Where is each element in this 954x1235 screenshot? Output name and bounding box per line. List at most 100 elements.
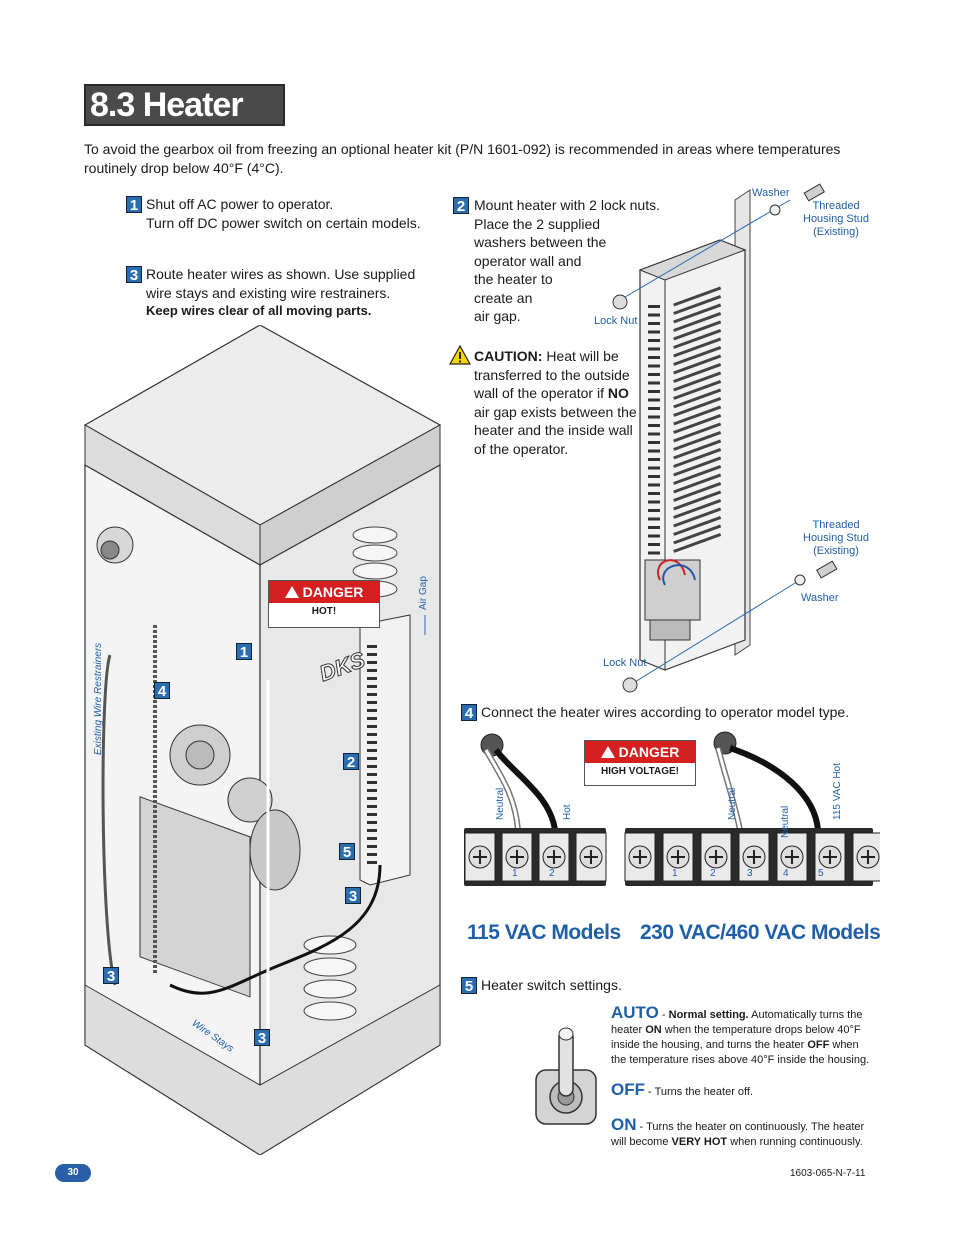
vent-slot (673, 329, 722, 349)
step-3-text: Route heater wires as shown. Use supplie… (146, 266, 416, 318)
vent-slot (673, 320, 722, 341)
vent-slot (367, 813, 377, 816)
vent-slot (367, 765, 377, 768)
vent-slot (367, 725, 377, 728)
step-5-text: Heater switch settings. (481, 977, 622, 993)
vent-slot (673, 380, 722, 400)
vent-slot (673, 286, 722, 307)
callout-2: 2 (343, 753, 359, 771)
vent-slot (648, 415, 660, 419)
label-stud-bottom: Threaded Housing Stud (Existing) (803, 519, 870, 557)
vent-slot (673, 346, 722, 366)
vent-slot (673, 405, 722, 426)
vent-slot (648, 381, 660, 385)
terminal-230-5: 5 (818, 868, 824, 879)
vent-slot (648, 441, 660, 444)
label-air-gap: Air Gap (418, 576, 429, 610)
vent-slot (673, 516, 722, 536)
vent-slot (648, 432, 660, 436)
vent-slot (367, 805, 377, 808)
wire-label-115-hot: Hot (562, 804, 573, 820)
vent-slot (648, 551, 660, 555)
vent-slot (648, 466, 660, 470)
vent-slot (367, 773, 377, 776)
model-label-115: 115 VAC Models (467, 921, 621, 944)
vent-slot (673, 507, 722, 528)
vent-slot (367, 821, 377, 824)
vent-slot (673, 422, 722, 443)
vent-slot (648, 373, 660, 376)
vent-slot (367, 853, 377, 856)
vent-slot (367, 861, 377, 864)
vent-slot (367, 741, 377, 744)
vent-slot (648, 517, 660, 521)
coil (303, 957, 357, 977)
vent-slot (367, 685, 377, 688)
vent-slot (648, 313, 660, 317)
vent-slot (673, 354, 722, 375)
coil (352, 526, 398, 544)
danger-hot-label: DANGER HOT! (268, 580, 380, 628)
vent-slot (673, 473, 722, 494)
caution-icon (449, 345, 471, 365)
page-number: 30 (55, 1164, 91, 1182)
vent-slot (648, 543, 660, 546)
callout-3a: 3 (345, 887, 361, 905)
vent-slot (367, 701, 377, 704)
vent-slot (673, 465, 722, 485)
vent-slot (648, 458, 660, 461)
label-washer-bottom: Washer (801, 592, 839, 604)
vent-slot (673, 363, 722, 383)
terminal-230-2: 2 (710, 868, 716, 879)
document-id: 1603-065-N-7-11 (790, 1168, 866, 1179)
label-washer-top: Washer (752, 187, 790, 199)
vent-slot (367, 653, 377, 656)
vent-slot (648, 475, 660, 478)
vent-slot (673, 533, 722, 553)
vent-slot (648, 305, 660, 308)
vent-slot (648, 322, 660, 325)
vent-slot (648, 424, 660, 427)
vent-slot (673, 439, 722, 460)
vent-slot (367, 733, 377, 736)
vent-slot (367, 845, 377, 848)
vent-slot (648, 492, 660, 495)
vent-slot (648, 526, 660, 529)
step-2-number: 2 (453, 197, 469, 215)
step-2-text: Mount heater with 2 lock nuts. Place the… (474, 197, 660, 324)
vent-slot (648, 347, 660, 351)
vent-slot (648, 483, 660, 487)
vent-slot (648, 398, 660, 402)
switch-setting-auto: AUTO - Normal setting. Automatically tur… (611, 1003, 870, 1066)
vent-slot (673, 490, 722, 511)
vent-slot (673, 499, 722, 519)
danger-high-voltage-label: DANGER HIGH VOLTAGE! (584, 740, 696, 786)
vent-slot (367, 661, 377, 664)
vent-slot (648, 330, 660, 334)
terminal-block-230 (624, 832, 880, 882)
wiring-diagrams (464, 731, 880, 886)
vent-slot (367, 781, 377, 784)
vent-slot (367, 717, 377, 720)
vent-slot (673, 371, 722, 392)
wire-label-115-neutral: Neutral (495, 787, 506, 820)
coil (303, 1001, 357, 1021)
vent-slot (673, 414, 722, 434)
vent-slot (648, 390, 660, 393)
label-stud-top: Threaded Housing Stud (Existing) (803, 200, 870, 238)
heater-vents (648, 286, 722, 555)
vent-slot (673, 524, 722, 545)
vent-slot (673, 482, 722, 502)
label-wire-restrainers: Existing Wire Restrainers (93, 642, 104, 755)
warning-icon (284, 586, 299, 598)
vent-slot (367, 709, 377, 712)
step-3-number: 3 (126, 266, 142, 284)
vent-slot (648, 449, 660, 453)
callout-1: 1 (236, 643, 252, 661)
vent-slot (367, 645, 377, 648)
vent-slot (648, 407, 660, 410)
terminal-230-3: 3 (747, 868, 753, 879)
vent-slot (673, 295, 722, 315)
vent-slot (673, 312, 722, 332)
vent-slot (367, 797, 377, 800)
